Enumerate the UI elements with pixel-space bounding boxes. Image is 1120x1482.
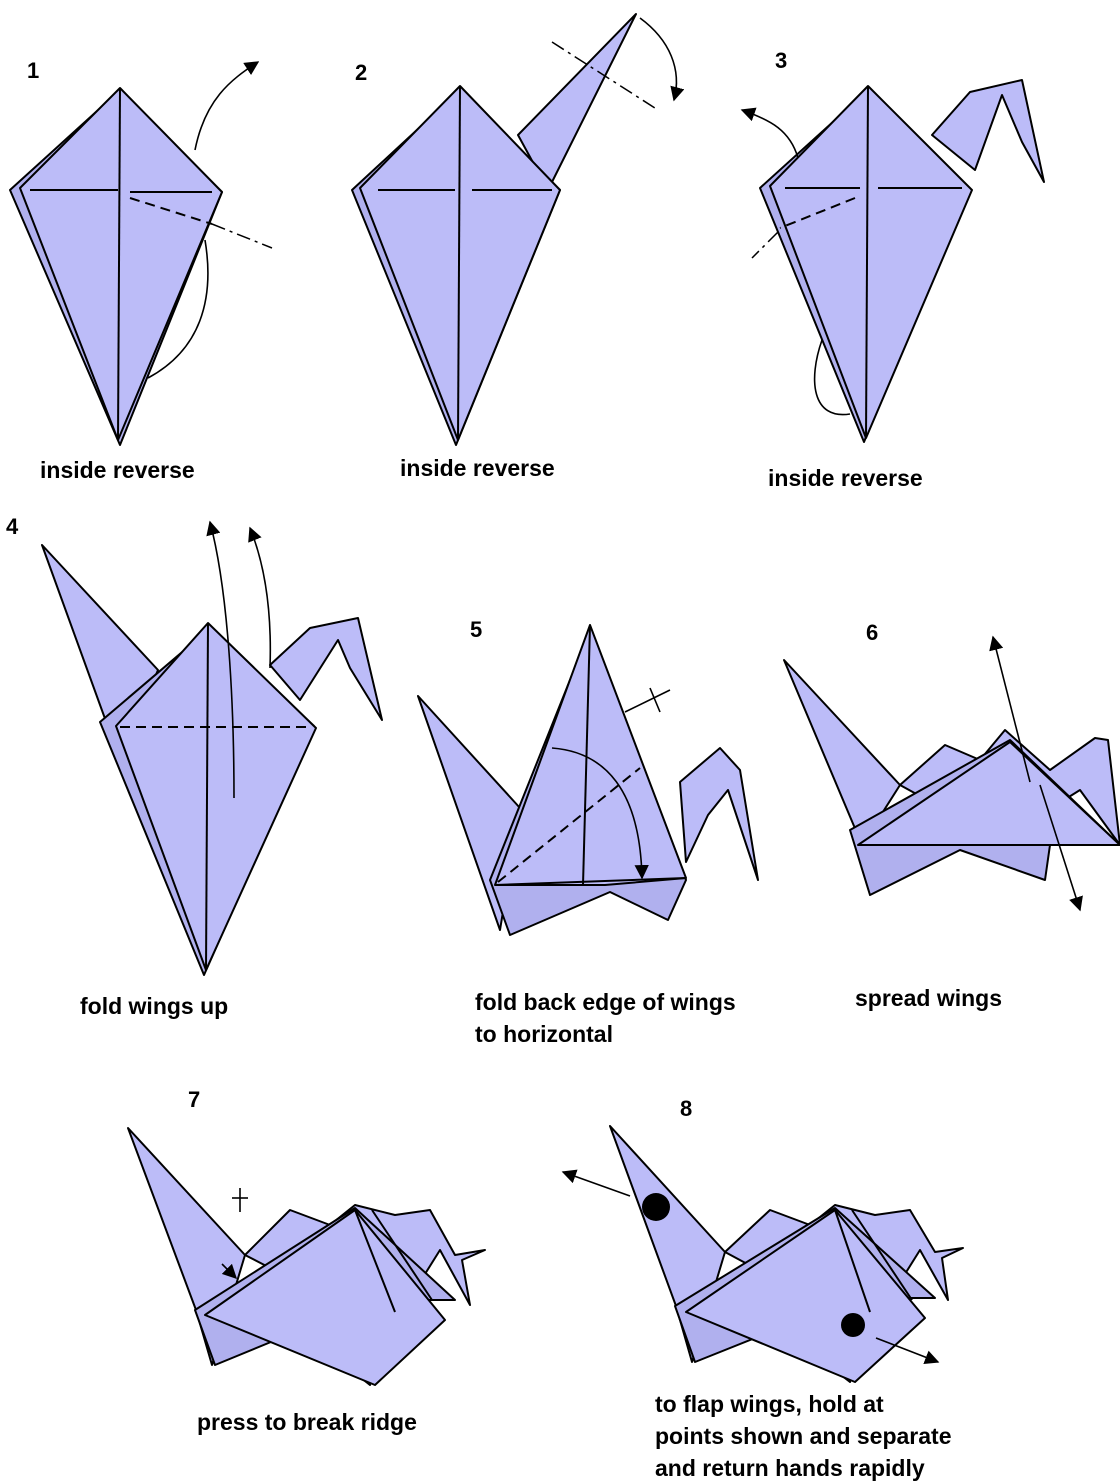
step-3-caption: inside reverse	[768, 462, 923, 494]
step-8-caption: to flap wings, hold at points shown and …	[655, 1388, 952, 1482]
step-5-caption: fold back edge of wings to horizontal	[475, 986, 736, 1050]
step-8-figure	[563, 1126, 963, 1382]
step-2-caption: inside reverse	[400, 452, 555, 484]
step-3-number: 3	[775, 48, 787, 74]
step-8-caption-line-2: points shown and separate	[655, 1420, 952, 1452]
step-4-caption: fold wings up	[80, 990, 228, 1022]
step-3-figure	[742, 80, 1044, 442]
step-1-number: 1	[27, 58, 39, 84]
step-8-caption-line-3: and return hands rapidly	[655, 1452, 952, 1482]
step-8-number: 8	[680, 1096, 692, 1122]
step-2-figure	[352, 14, 676, 445]
grip-point-head	[642, 1193, 670, 1221]
step-4-number: 4	[6, 514, 18, 540]
step-7-figure	[128, 1128, 485, 1385]
step-6-number: 6	[866, 620, 878, 646]
step-4-figure	[42, 522, 382, 975]
step-5-number: 5	[470, 617, 482, 643]
step-6-caption: spread wings	[855, 982, 1002, 1014]
step-7-number: 7	[188, 1087, 200, 1113]
step-5-figure	[418, 625, 758, 935]
step-5-caption-line-2: to horizontal	[475, 1018, 736, 1050]
step-8-caption-line-1: to flap wings, hold at	[655, 1388, 952, 1420]
step-1-caption: inside reverse	[40, 454, 195, 486]
step-1-figure	[10, 62, 272, 445]
step-2-number: 2	[355, 60, 367, 86]
step-5-caption-line-1: fold back edge of wings	[475, 986, 736, 1018]
grip-point-tail	[841, 1313, 865, 1337]
step-7-caption: press to break ridge	[197, 1406, 417, 1438]
step-6-figure	[784, 637, 1120, 910]
